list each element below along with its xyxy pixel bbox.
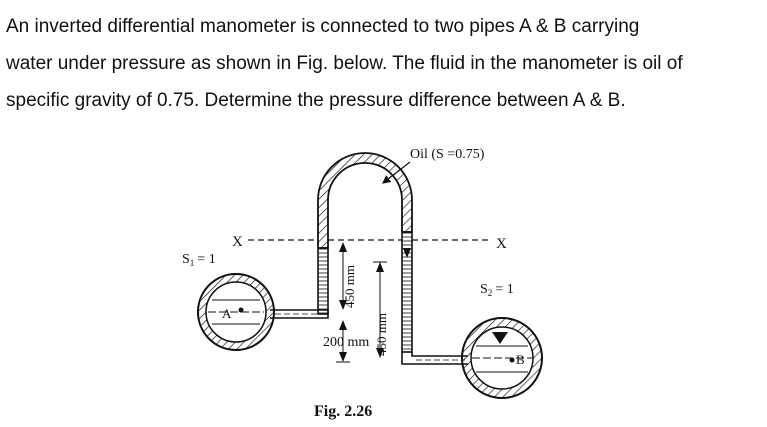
dim-450-left-label: 450 mm	[342, 265, 357, 308]
surface-marker-right	[403, 248, 411, 258]
right-limb	[401, 231, 413, 353]
oil-label: Oil (S =0.75)	[410, 147, 485, 162]
dim-450-left	[339, 242, 347, 310]
pipe-b	[461, 317, 543, 399]
problem-line-1: An inverted differential manometer is co…	[6, 16, 640, 37]
problem-line-2: water under pressure as shown in Fig. be…	[6, 53, 683, 74]
figure-caption: Fig. 2.26	[314, 403, 372, 420]
oil-leader	[382, 161, 411, 184]
x-right-label: X	[496, 236, 507, 252]
pipe-a	[197, 273, 275, 351]
dim-450-right	[373, 261, 387, 358]
s1-label: S1= 1	[182, 252, 216, 268]
pipe-b-label: B	[516, 352, 525, 367]
connector-a	[270, 309, 329, 319]
x-left-label: X	[232, 234, 243, 250]
oil-bend	[317, 152, 413, 249]
dim-450-right-label: 450 mm	[374, 313, 389, 356]
pipe-a-label: A	[222, 306, 232, 321]
dim-200-label: 200 mm	[323, 335, 369, 350]
dim-200	[336, 320, 350, 363]
problem-statement: An inverted differential manometer is co…	[6, 8, 761, 119]
surface-marker-b	[492, 332, 508, 344]
problem-line-3: specific gravity of 0.75. Determine the …	[6, 90, 626, 111]
s2-label: S2= 1	[480, 282, 514, 298]
left-limb	[317, 247, 329, 315]
connector-b	[401, 352, 468, 365]
